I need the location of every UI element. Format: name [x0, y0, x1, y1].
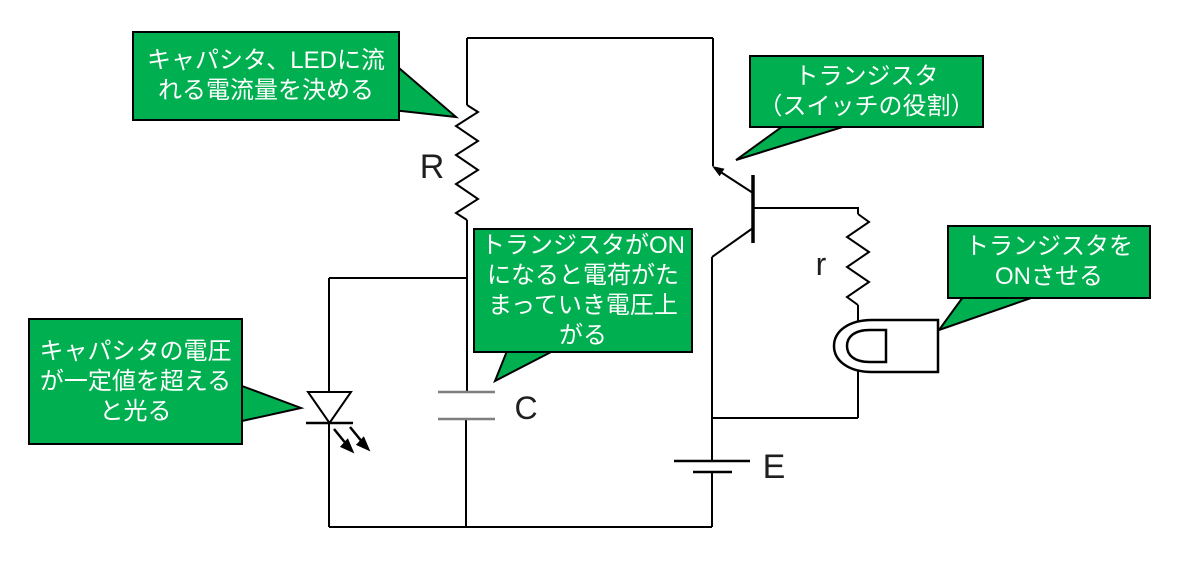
- callout-line: がる: [559, 321, 607, 349]
- callout-tail-led: [241, 384, 305, 423]
- transistor-emitter-arrowhead: [712, 166, 725, 177]
- callout-capacitor-role: トランジスタがON になると電荷がた まっていき電圧上 がる: [473, 228, 693, 353]
- callout-line: が一定値を超える: [39, 367, 232, 395]
- callout-line: になると電荷がた: [487, 261, 679, 289]
- led-light-arrows: [333, 426, 371, 454]
- callout-line: （スイッチの役割）: [758, 92, 975, 120]
- callout-tail-transistor: [735, 125, 847, 161]
- resistor-R-symbol: [454, 104, 480, 221]
- callout-line: れる電流量を決める: [158, 77, 374, 104]
- resistor-r-symbol: [845, 213, 871, 306]
- callout-line: まっていき電圧上: [488, 291, 678, 319]
- callout-line: トランジスタ: [794, 62, 939, 90]
- callout-transistor-role: トランジスタ （スイッチの役割）: [749, 55, 984, 128]
- capacitor-symbol: [438, 390, 495, 421]
- label-capacitor-C: C: [514, 390, 538, 426]
- callout-tail-resistor: [391, 59, 460, 119]
- base-wire: [753, 207, 859, 214]
- callout-line: キャパシタの電圧: [39, 337, 232, 365]
- transistor-collector-line: [711, 227, 754, 258]
- callout-tail-capacitor: [493, 350, 554, 384]
- callout-line: と光る: [99, 397, 172, 425]
- transistor-emitter-line: [715, 168, 754, 194]
- battery-symbol: [674, 459, 750, 474]
- transistor-symbol: [711, 166, 755, 258]
- callout-line: トランジスタを: [965, 233, 1133, 260]
- label-battery-E: E: [762, 448, 786, 486]
- callout-tail-finger: [936, 296, 1035, 332]
- label-resistor-R: R: [419, 148, 445, 186]
- callout-line: ONさせる: [995, 263, 1103, 290]
- callout-resistor-role: キャパシタ、LEDに流 れる電流量を決める: [132, 31, 400, 121]
- finger-icon: [832, 318, 940, 374]
- callout-line: トランジスタがON: [481, 231, 685, 259]
- callout-finger-role: トランジスタを ONさせる: [947, 225, 1151, 299]
- label-resistor-r: r: [815, 246, 827, 282]
- led-symbol: [306, 391, 371, 454]
- callout-led-role: キャパシタの電圧 が一定値を超える と光る: [28, 318, 243, 445]
- callout-line: キャパシタ、LEDに流: [147, 47, 385, 74]
